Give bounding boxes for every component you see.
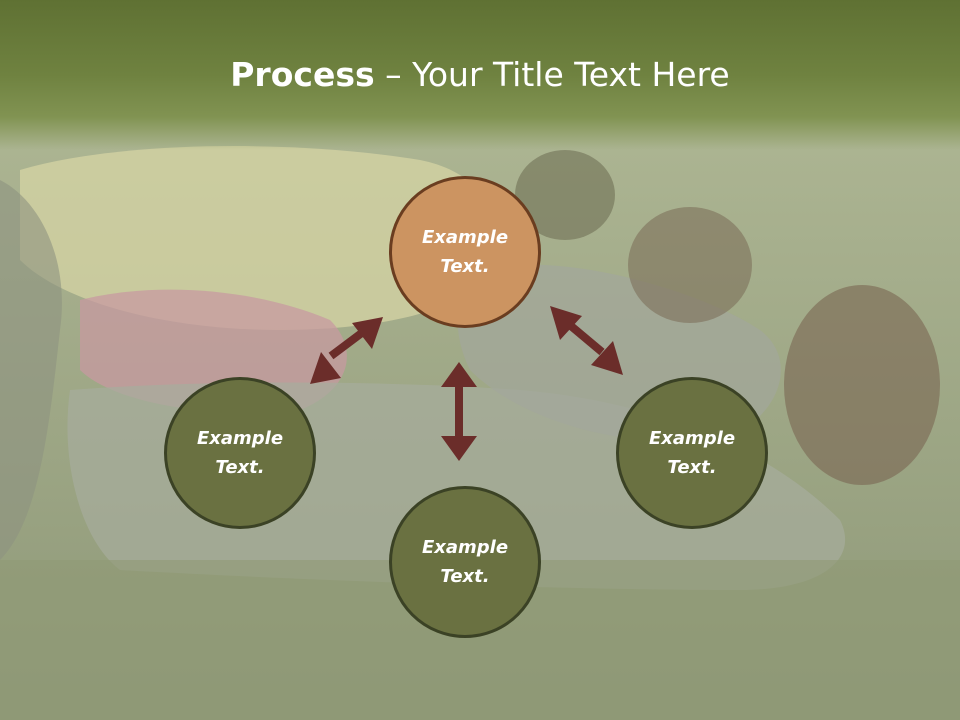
title-banner	[0, 0, 960, 150]
node-text-line1: Example	[421, 227, 509, 248]
title-rest: – Your Title Text Here	[374, 55, 730, 94]
node-text-line2: Text.	[667, 457, 717, 478]
title-bold: Process	[230, 55, 375, 94]
process-node-bottom: Example Text.	[389, 486, 541, 638]
node-text-line2: Text.	[215, 457, 265, 478]
arrow-top-left	[310, 317, 383, 384]
node-text-line1: Example	[648, 428, 736, 449]
process-node-right: Example Text.	[616, 377, 768, 529]
node-text-line1: Example	[421, 537, 509, 558]
arrow-vertical	[441, 362, 477, 461]
node-text-line2: Text.	[440, 256, 490, 277]
arrow-top-right	[550, 306, 623, 375]
slide-title: Process – Your Title Text Here	[0, 52, 960, 98]
node-text-line2: Text.	[440, 566, 490, 587]
process-node-top: Example Text.	[389, 176, 541, 328]
process-node-left: Example Text.	[164, 377, 316, 529]
node-text-line1: Example	[196, 428, 284, 449]
